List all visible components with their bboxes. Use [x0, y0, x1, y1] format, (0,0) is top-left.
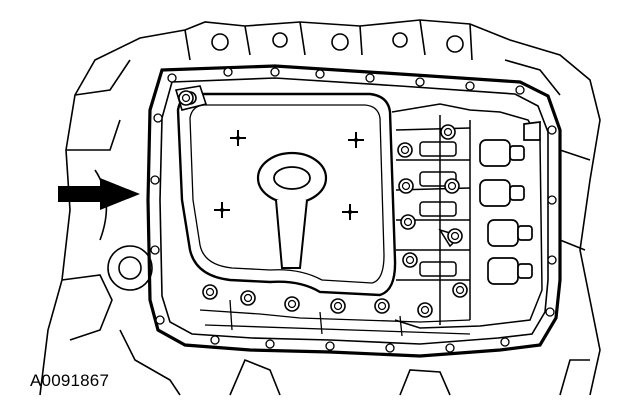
figure-reference-code: A0091867 [30, 371, 110, 390]
filter-plate [174, 85, 397, 297]
lower-channel-detail [199, 299, 471, 337]
transmission-case [39, 19, 601, 396]
pointer-arrow-icon [58, 178, 140, 210]
valve-body-flange [146, 64, 562, 358]
valve-body-assembly [391, 103, 543, 329]
solenoid-icons [479, 121, 541, 285]
